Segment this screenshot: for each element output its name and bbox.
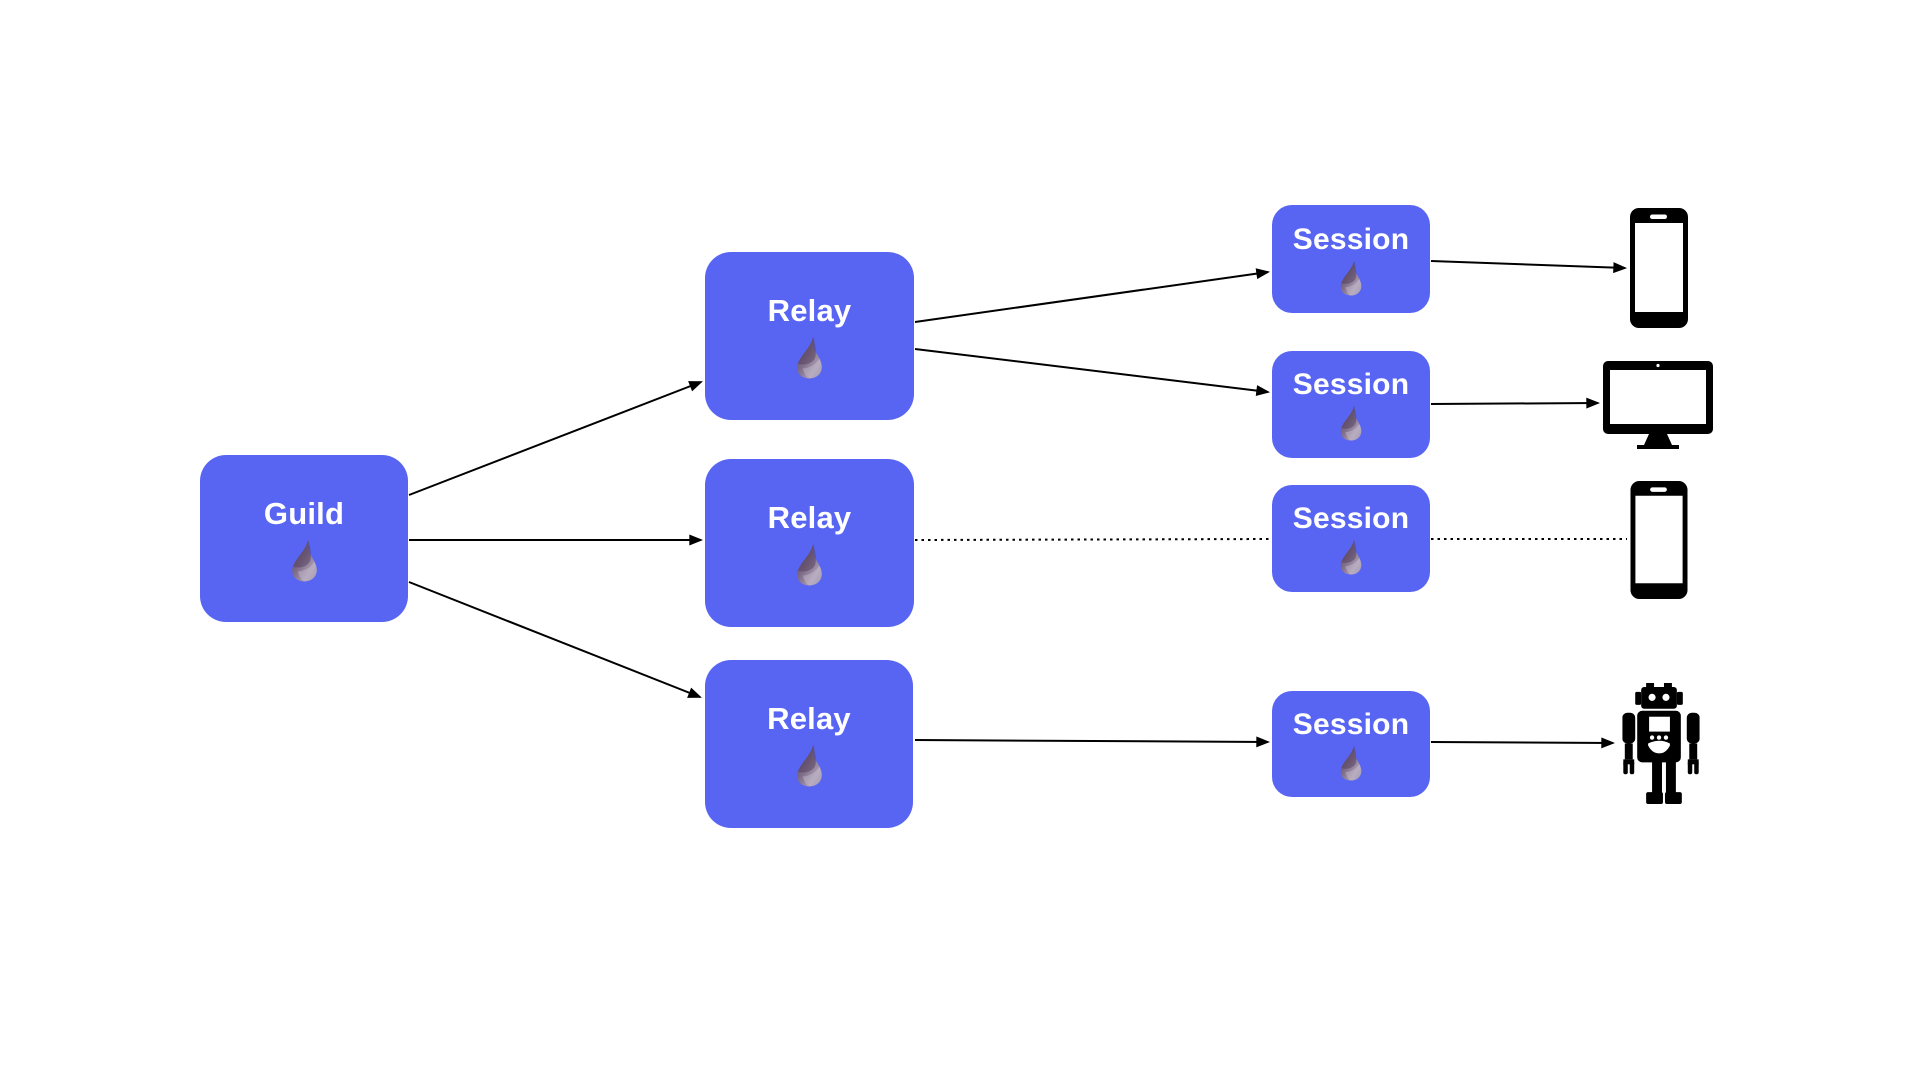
edge-relay-2-to-session-3 (914, 538, 1271, 541)
elixir-drop-icon (1338, 260, 1364, 296)
edge-guild-to-relay-1 (408, 381, 703, 496)
node-session-2: Session (1272, 351, 1430, 458)
node-session-label: Session (1292, 368, 1410, 401)
node-relay-label: Relay (767, 293, 852, 328)
node-relay-1: Relay (705, 252, 914, 420)
elixir-drop-icon (794, 543, 825, 586)
node-session-4: Session (1272, 691, 1430, 797)
smartphone-icon (1630, 481, 1688, 599)
node-relay-label: Relay (767, 701, 851, 736)
edge-relay-1-to-session-1 (914, 268, 1271, 323)
edge-relay-1-to-session-2 (914, 348, 1271, 397)
node-session-label: Session (1292, 707, 1410, 741)
smartphone-icon (1630, 208, 1688, 328)
node-session-label: Session (1292, 222, 1410, 256)
node-session-label: Session (1292, 502, 1410, 535)
elixir-drop-icon (794, 744, 825, 787)
node-relay-2: Relay (705, 459, 914, 627)
elixir-drop-icon (794, 336, 825, 379)
edge-relay-3-to-session-4 (914, 736, 1271, 748)
node-session-1: Session (1272, 205, 1430, 313)
elixir-drop-icon (1338, 539, 1364, 575)
desktop-monitor-icon (1603, 361, 1713, 449)
node-session-3: Session (1272, 485, 1430, 592)
elixir-drop-icon (289, 539, 320, 582)
node-guild: Guild (200, 455, 408, 622)
robot-icon (1622, 683, 1700, 804)
edge-session-2-to-client-2 (1430, 397, 1601, 409)
elixir-drop-icon (1338, 745, 1364, 781)
edge-session-4-to-client-4 (1430, 737, 1616, 749)
node-relay-3: Relay (705, 660, 913, 828)
elixir-drop-icon (1338, 405, 1364, 441)
edge-guild-to-relay-3 (408, 581, 702, 698)
node-guild-label: Guild (263, 495, 345, 531)
edge-session-1-to-client-1 (1430, 260, 1628, 274)
node-relay-label: Relay (767, 500, 852, 535)
